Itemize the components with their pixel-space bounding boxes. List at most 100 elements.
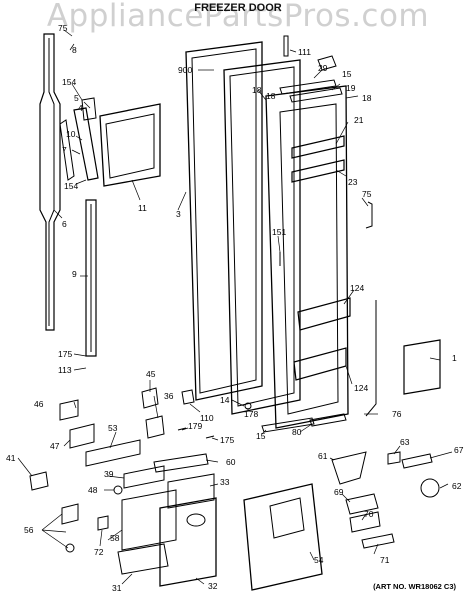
part-76-rod: [365, 300, 377, 417]
callout-23: 23: [348, 177, 358, 187]
callout-111: 111: [298, 47, 311, 57]
callout-61: 61: [318, 451, 328, 461]
callout-29: 29: [318, 63, 328, 73]
part-900-door-panel: [185, 41, 263, 401]
part-71-part: [361, 533, 395, 549]
part-36-part: [145, 415, 165, 439]
callout-63: 63: [400, 437, 410, 447]
part-175-screw: [205, 435, 215, 439]
callout-39: 39: [104, 469, 114, 479]
callout-47: 47: [50, 441, 60, 451]
callout-110: 110: [200, 413, 214, 423]
part-900-flange: [191, 48, 257, 394]
callout-18: 18: [266, 91, 276, 101]
callout-75: 75: [58, 23, 68, 33]
callout-19: 19: [346, 83, 356, 93]
callout-56: 56: [24, 525, 34, 535]
callout-4: 4: [78, 103, 83, 113]
callout-14: 14: [220, 395, 230, 405]
callout-5: 5: [74, 93, 79, 103]
callout-113: 113: [58, 365, 72, 375]
part-9-trim-strip: [85, 199, 97, 357]
part-111-clip: [283, 35, 289, 57]
part-62-ring: [420, 478, 440, 498]
part-179-screw: [177, 427, 187, 431]
callout-72: 72: [94, 547, 104, 557]
page-title: FREEZER DOOR: [194, 2, 282, 14]
part-11-window-inner: [105, 113, 155, 179]
callout-45: 45: [146, 369, 156, 379]
callout-36: 36: [164, 391, 174, 401]
callout-21: 21: [354, 115, 364, 125]
part-45-part: [141, 387, 159, 409]
callout-175: 175: [220, 435, 235, 445]
part-54-dispenser-face: [243, 483, 323, 591]
leader-lines: [17, 29, 453, 585]
part-23-shelf: [291, 159, 345, 183]
part-6-trim-inner: [48, 38, 55, 326]
part-46-part: [59, 399, 79, 421]
part-41-bracket: [29, 471, 49, 491]
part-6-door-trim: [39, 33, 61, 331]
callout-80: 80: [292, 427, 302, 437]
callout-58: 58: [110, 533, 120, 543]
callout-31: 31: [112, 583, 122, 593]
callout-15: 15: [256, 431, 266, 441]
callout-900: 900: [178, 65, 193, 75]
callout-67: 67: [454, 445, 464, 455]
part-56-part-b: [65, 543, 75, 553]
callout-75: 75: [362, 189, 372, 199]
part-15-bottom-strip: [261, 417, 315, 433]
callout-151: 151: [272, 227, 287, 237]
callout-69: 69: [334, 487, 344, 497]
part-1-manual: [403, 339, 441, 395]
part-69-part: [345, 493, 379, 515]
part-72-part: [97, 515, 109, 531]
callout-71: 71: [380, 555, 390, 565]
callout-1: 1: [452, 353, 457, 363]
part-18-door-liner: [265, 85, 349, 429]
liner-inner-wall: [279, 103, 339, 415]
callout-54: 54: [314, 555, 324, 565]
part-70-part: [349, 511, 381, 533]
callout-70: 70: [364, 509, 374, 519]
callout-179: 179: [188, 421, 203, 431]
part-18-gasket: [223, 59, 301, 415]
callout-48: 48: [88, 485, 98, 495]
callout-124: 124: [350, 283, 365, 293]
callout-7: 7: [62, 145, 67, 155]
callout-154: 154: [62, 77, 77, 87]
callout-46: 46: [34, 399, 44, 409]
part-4-handle: [73, 107, 99, 181]
callout-60: 60: [226, 457, 236, 467]
callout-41: 41: [6, 453, 16, 463]
part-67-bracket: [401, 453, 433, 469]
part-31-grille: [117, 543, 169, 575]
part-18-gasket-inner: [229, 66, 295, 407]
part-33-cover: [167, 473, 215, 509]
part-80-hinge: [309, 413, 347, 427]
callout-9: 9: [72, 269, 77, 279]
part-110-part: [181, 389, 195, 405]
callout-33: 33: [220, 477, 230, 487]
callout-10: 10: [66, 129, 76, 139]
callout-154: 154: [64, 181, 79, 191]
callout-53: 53: [108, 423, 118, 433]
callout-178: 178: [244, 409, 259, 419]
part-60-handle: [153, 453, 209, 473]
part-56-part: [61, 503, 79, 525]
callout-6: 6: [62, 219, 67, 229]
callout-62: 62: [452, 481, 462, 491]
callout-175: 175: [58, 349, 73, 359]
callout-32: 32: [208, 581, 218, 591]
part-15-top-strip: [279, 79, 337, 95]
part-124-bin-upper: [297, 297, 351, 331]
part-54-recess: [269, 497, 305, 539]
art-number: (ART NO. WR18062 C3): [373, 582, 456, 591]
part-11-window: [99, 103, 161, 187]
callout-8: 8: [72, 45, 77, 55]
callout-11: 11: [138, 203, 147, 213]
part-75-spring: [365, 201, 373, 229]
part-63-part: [387, 451, 401, 465]
